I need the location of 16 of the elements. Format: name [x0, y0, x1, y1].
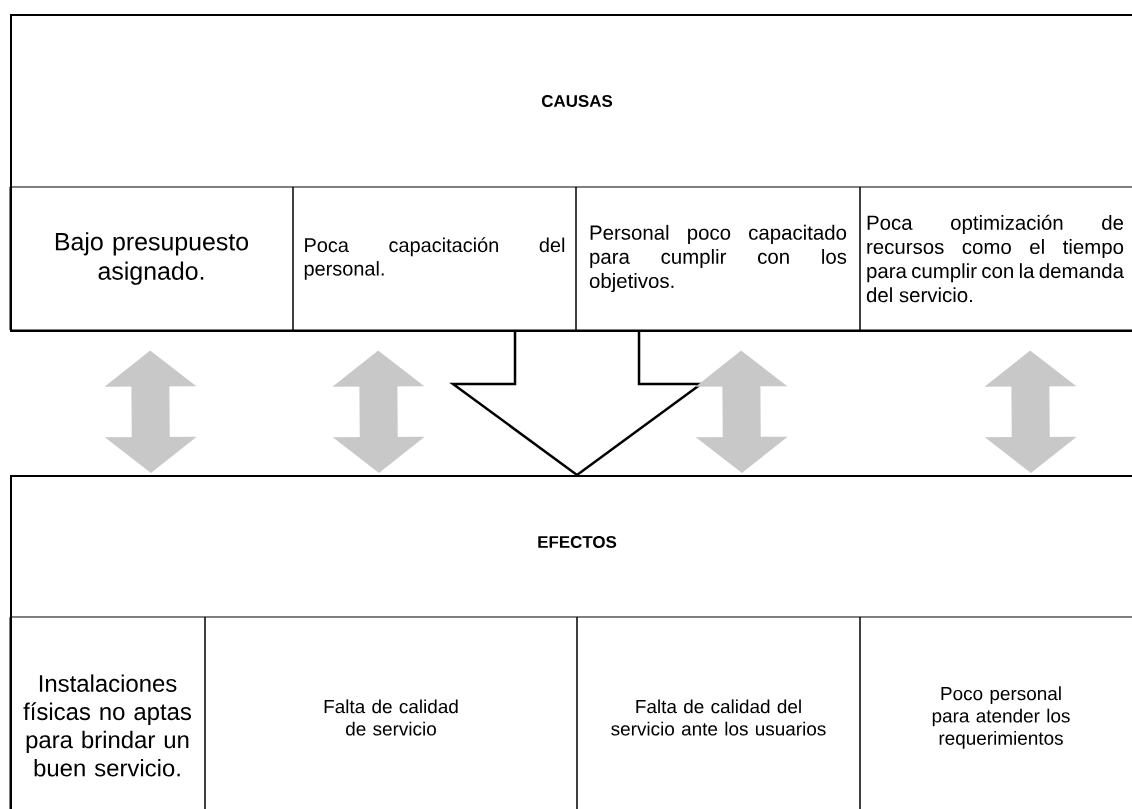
cell-text: Poco personal para atender los requerimientos: [932, 686, 1070, 749]
cell-text: Bajo presupuesto asignado.: [55, 232, 249, 285]
cell-text: Poca optimización de recursos como el tiempo para cumplir con la demanda del servicio.: [866, 214, 1124, 303]
cell-text: Falta de calidad del servicio ante los usuarios: [611, 699, 826, 736]
cell-text: Falta de calidad de servicio: [324, 699, 458, 736]
effect-cell: [204, 616, 578, 809]
effect-cell: [576, 616, 861, 809]
cause-cell: [9, 186, 294, 331]
cause-cell: [575, 186, 861, 331]
cell-text: Poca capacitación del personal.: [304, 237, 565, 280]
cause-cell: [859, 186, 1132, 331]
cell-text: Instalaciones físicas no aptas para brindar un buen servicio.: [23, 674, 191, 777]
cell-text: Personal poco capacitado para cumplir con los objetivos.: [589, 224, 847, 293]
effect-cell: [859, 616, 1132, 809]
effect-cell: [9, 616, 206, 809]
cause-cell: [292, 186, 577, 331]
